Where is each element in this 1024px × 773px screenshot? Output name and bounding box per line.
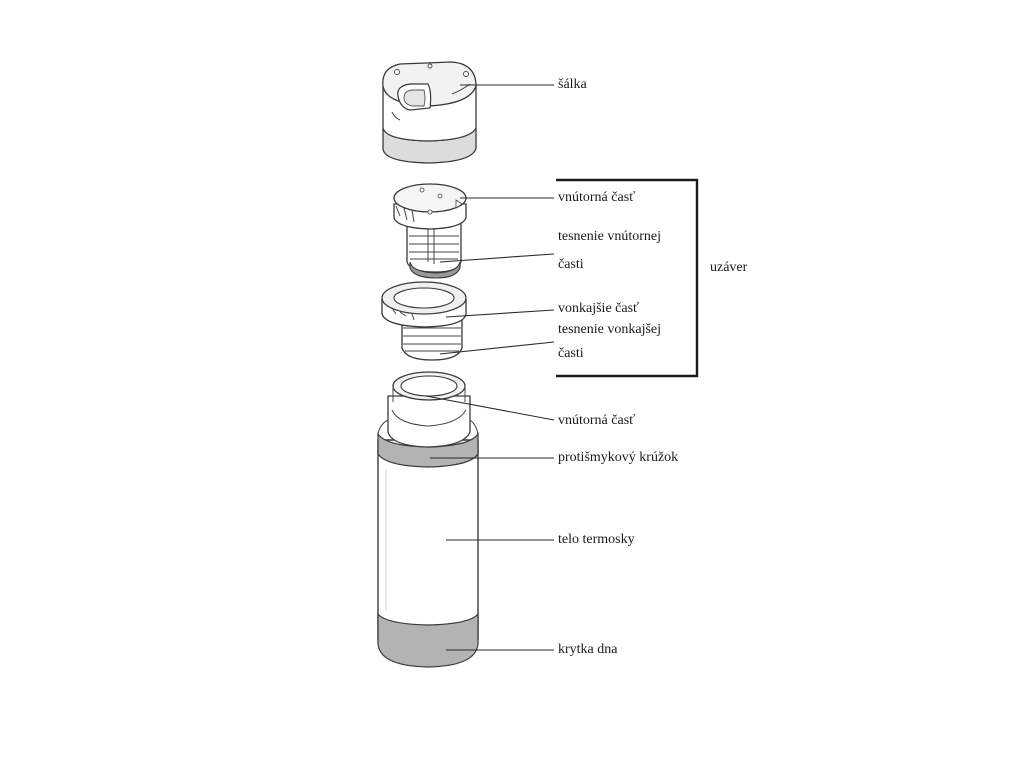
label-outer-part: vonkajšie časť [558, 301, 640, 316]
leader-lines [425, 84, 555, 651]
label-outer-seal-line1: tesnenie vonkajšej [558, 322, 662, 337]
label-inner-seal-line1: tesnenie vnútornej [558, 229, 662, 244]
label-bottom-cover: krytka dna [558, 642, 618, 657]
label-outer-seal-line2: časti [558, 346, 584, 361]
inner-part-drawing [393, 183, 467, 279]
thermos-body-drawing [377, 371, 479, 668]
label-body: telo termosky [558, 532, 635, 547]
label-inner-part-body: vnútorná časť [558, 413, 636, 428]
label-inner-part: vnútorná časť [558, 190, 636, 205]
label-anti-slip-ring: protišmykový krúžok [558, 450, 679, 465]
outer-part-drawing [381, 281, 467, 361]
label-stopper: uzáver [710, 260, 748, 275]
cup-drawing [382, 61, 477, 164]
stopper-bracket [556, 178, 699, 378]
label-inner-seal-line2: časti [558, 257, 584, 272]
label-cup: šálka [558, 77, 587, 92]
